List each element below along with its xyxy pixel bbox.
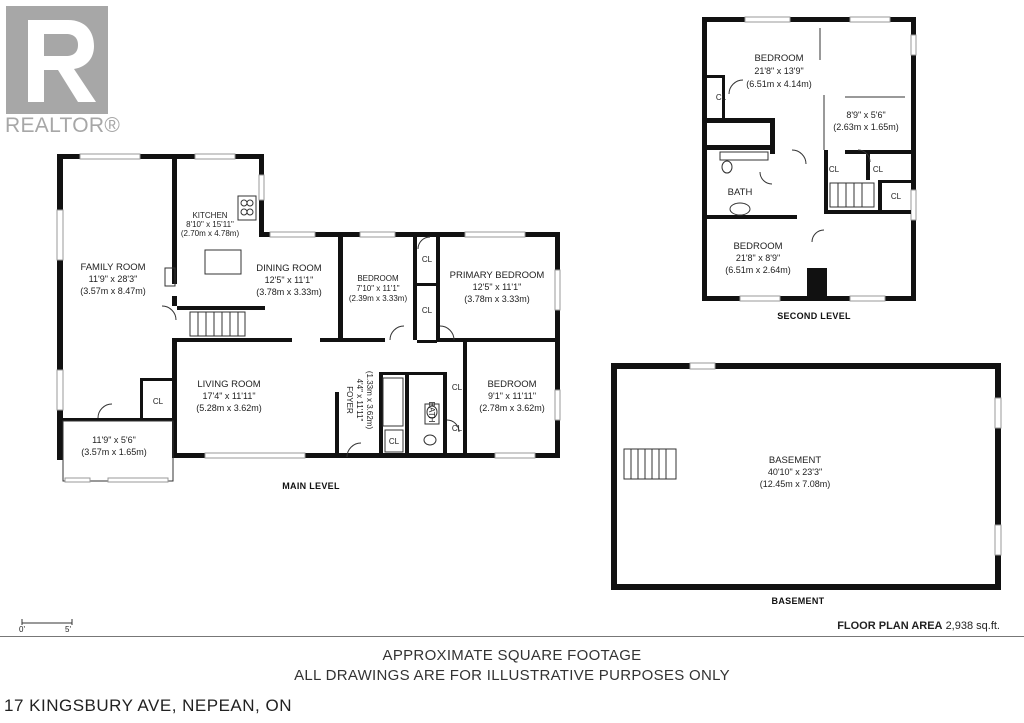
porch-dim: 11'9" x 5'6"	[92, 435, 136, 445]
closet-label: CL	[422, 306, 433, 315]
second-level-label: SECOND LEVEL	[777, 311, 851, 321]
primary-bedroom-name: PRIMARY BEDROOM	[450, 270, 545, 281]
property-address: 17 KINGSBURY AVE, NEPEAN, ON	[4, 696, 292, 715]
primary-bedroom-dim: 12'5" x 11'1"	[473, 282, 522, 292]
upper-small-metric: (2.63m x 1.65m)	[833, 122, 899, 132]
dining-room-name: DINING ROOM	[256, 263, 322, 274]
realtor-logo-icon	[6, 6, 108, 114]
dining-room-metric: (3.78m x 3.33m)	[256, 287, 322, 297]
foyer-metric: (1.33m x 3.62m)	[365, 371, 374, 430]
closet-label: CL	[891, 192, 902, 201]
closet-label: CL	[873, 165, 884, 174]
bedroom-main-name: BEDROOM	[487, 379, 536, 390]
scale-start: 0'	[19, 625, 25, 634]
basement-level	[611, 362, 1002, 590]
bedroom-upper-2-name: BEDROOM	[733, 241, 782, 252]
dining-room-dim: 12'5" x 11'1"	[265, 275, 314, 285]
floor-plan: FAMILY ROOM 11'9" x 28'3" (3.57m x 8.47m…	[19, 16, 1002, 634]
realtor-logo-text: REALTOR®	[5, 114, 121, 137]
kitchen-name: KITCHEN	[192, 211, 227, 220]
footer-line-1: APPROXIMATE SQUARE FOOTAGE	[382, 647, 642, 664]
basement-dim: 40'10" x 23'3"	[768, 467, 822, 477]
footer-divider	[0, 636, 1024, 637]
floor-plan-area-label: FLOOR PLAN AREA	[837, 620, 943, 632]
scale-bar: 0' 5'	[19, 619, 73, 634]
closet-label: CL	[716, 93, 727, 102]
closet-label: CL	[829, 165, 840, 174]
footer-line-2: ALL DRAWINGS ARE FOR ILLUSTRATIVE PURPOS…	[294, 667, 730, 684]
bedroom-upper-2-dim: 21'8" x 8'9"	[736, 253, 780, 263]
main-level-label: MAIN LEVEL	[282, 481, 340, 491]
floor-plan-area-value: 2,938 sq.ft.	[945, 620, 1000, 632]
upper-small-dim: 8'9" x 5'6"	[846, 110, 885, 120]
kitchen-dim: 8'10" x 15'11"	[186, 220, 234, 229]
bedroom-small-metric: (2.39m x 3.33m)	[349, 294, 408, 303]
family-room-name: FAMILY ROOM	[80, 262, 145, 273]
basement-metric: (12.45m x 7.08m)	[760, 479, 831, 489]
basement-level-label: BASEMENT	[772, 596, 825, 606]
closet-label: CL	[452, 424, 463, 433]
living-room-metric: (5.28m x 3.62m)	[196, 403, 262, 413]
basement-name: BASEMENT	[769, 455, 821, 466]
bedroom-upper-1-dim: 21'8" x 13'9"	[754, 66, 803, 76]
scale-end: 5'	[65, 625, 71, 634]
foyer-dim: 4'4" x 11'11"	[355, 379, 364, 422]
porch-metric: (3.57m x 1.65m)	[81, 447, 147, 457]
kitchen-metric: (2.70m x 4.78m)	[181, 229, 240, 238]
floor-plan-area: FLOOR PLAN AREA 2,938 sq.ft.	[837, 620, 1000, 632]
bedroom-small-dim: 7'10" x 11'1"	[356, 284, 399, 293]
bedroom-small-name: BEDROOM	[357, 274, 399, 283]
bath-upper-name: BATH	[728, 187, 753, 198]
closet-label: CL	[422, 255, 433, 264]
bedroom-main-dim: 9'1" x 11'11"	[488, 391, 536, 401]
bedroom-upper-1-name: BEDROOM	[754, 53, 803, 64]
primary-bedroom-metric: (3.78m x 3.33m)	[464, 294, 530, 304]
bedroom-main-metric: (2.78m x 3.62m)	[479, 403, 545, 413]
bedroom-upper-1-metric: (6.51m x 4.14m)	[746, 79, 812, 89]
family-room-dim: 11'9" x 28'3"	[89, 274, 138, 284]
closet-label: CL	[452, 383, 463, 392]
closet-label: CL	[153, 397, 164, 406]
bath-main-name: BATH	[427, 402, 436, 423]
second-level	[702, 16, 917, 302]
closet-label: CL	[389, 437, 400, 446]
bedroom-upper-2-metric: (6.51m x 2.64m)	[725, 265, 791, 275]
foyer-name: FOYER	[345, 386, 354, 414]
living-room-dim: 17'4" x 11'11"	[202, 391, 255, 401]
family-room-metric: (3.57m x 8.47m)	[80, 286, 146, 296]
living-room-name: LIVING ROOM	[197, 379, 260, 390]
main-level	[56, 153, 561, 483]
